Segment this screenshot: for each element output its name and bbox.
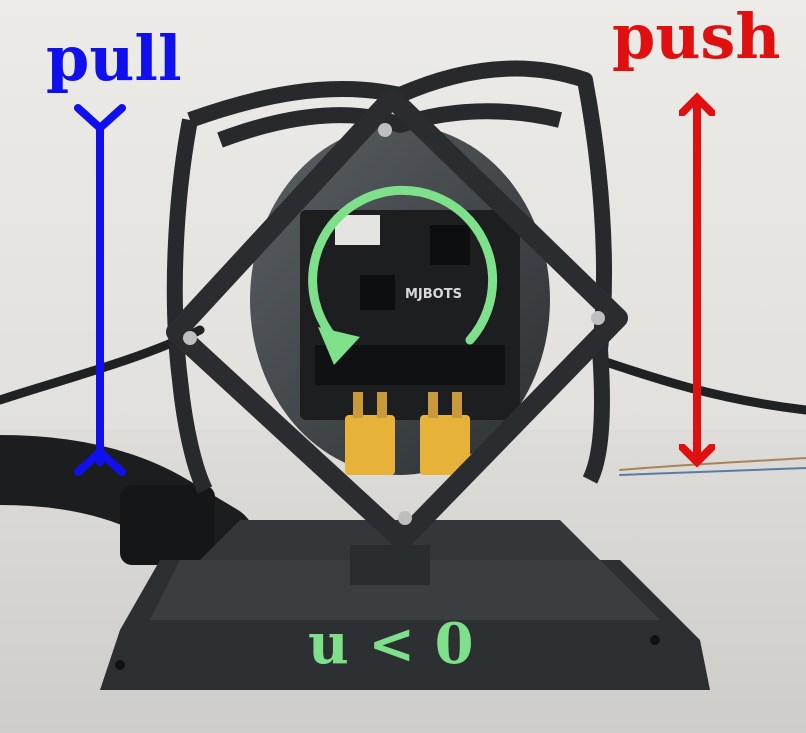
board-logo: MJBOTS <box>405 287 462 302</box>
counterclockwise-arrow-icon <box>308 185 498 365</box>
push-label: push <box>612 0 781 73</box>
power-cable <box>0 435 255 575</box>
diamond-frame <box>166 88 628 550</box>
pull-marker-icon <box>74 104 126 476</box>
xt-connectors <box>345 392 470 475</box>
condition-label: u < 0 <box>308 611 474 677</box>
controller-board: MJBOTS <box>300 210 520 420</box>
frame-cage <box>166 60 613 494</box>
pull-label: pull <box>46 22 182 95</box>
